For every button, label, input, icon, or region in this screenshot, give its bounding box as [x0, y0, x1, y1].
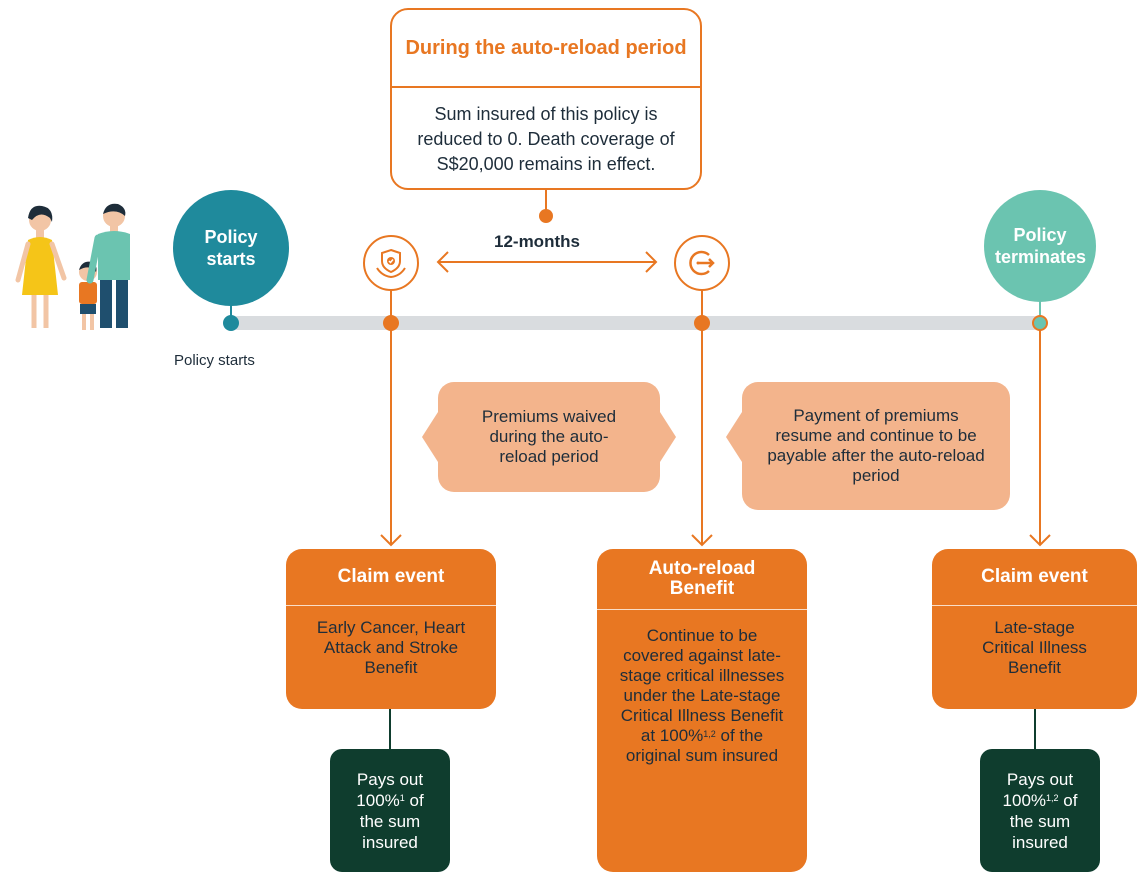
card-title: Claim event	[932, 549, 1137, 606]
policy-terminates-circle: Policy terminates	[984, 190, 1096, 302]
callout-dot	[539, 209, 553, 223]
callout-body: Sum insured of this policy is reduced to…	[417, 104, 675, 174]
card-title: Auto-reload Benefit	[597, 549, 807, 610]
auto-reload-period-callout: During the auto-reload period Sum insure…	[390, 8, 702, 190]
period-label: 12-months	[494, 232, 580, 251]
timeline-bar	[231, 316, 1041, 330]
payout-box-left: Pays out 100%1 of the sum insured	[330, 749, 450, 872]
timeline-dot-start	[223, 315, 239, 331]
timeline-dot-end	[1032, 315, 1048, 331]
timeline-dot-claim	[383, 315, 399, 331]
timeline-dot-reload	[694, 315, 710, 331]
premiums-resume-note: Payment of premiums resume and continue …	[742, 382, 1010, 510]
premiums-resume-text: Payment of premiums resume and continue …	[767, 406, 985, 485]
family-illustration	[15, 203, 130, 330]
card-title: Claim event	[286, 549, 496, 606]
claim-event-card-left: Claim event Early Cancer, Heart Attack a…	[286, 549, 496, 709]
card-body: Early Cancer, Heart Attack and Stroke Be…	[316, 618, 466, 677]
payout-box-right: Pays out 100%1,2 of the sum insured	[980, 749, 1100, 872]
card-body: Continue to be covered against late-stag…	[619, 626, 785, 765]
hand-shield-icon	[363, 235, 419, 291]
auto-reload-benefit-card: Auto-reload Benefit Continue to be cover…	[597, 549, 807, 872]
card-body: Late-stage Critical Illness Benefit	[982, 618, 1087, 677]
premiums-waived-text: Premiums waived during the auto-reload p…	[481, 407, 617, 466]
policy-starts-caption: Policy starts	[174, 352, 255, 369]
claim-event-card-right: Claim event Late-stage Critical Illness …	[932, 549, 1137, 709]
premiums-waived-note: Premiums waived during the auto-reload p…	[438, 382, 660, 492]
policy-starts-circle: Policy starts	[173, 190, 289, 306]
reload-exit-icon	[674, 235, 730, 291]
policy-starts-label: Policy starts	[204, 227, 258, 269]
callout-title: During the auto-reload period	[392, 10, 700, 88]
policy-terminates-label: Policy terminates	[995, 225, 1087, 267]
